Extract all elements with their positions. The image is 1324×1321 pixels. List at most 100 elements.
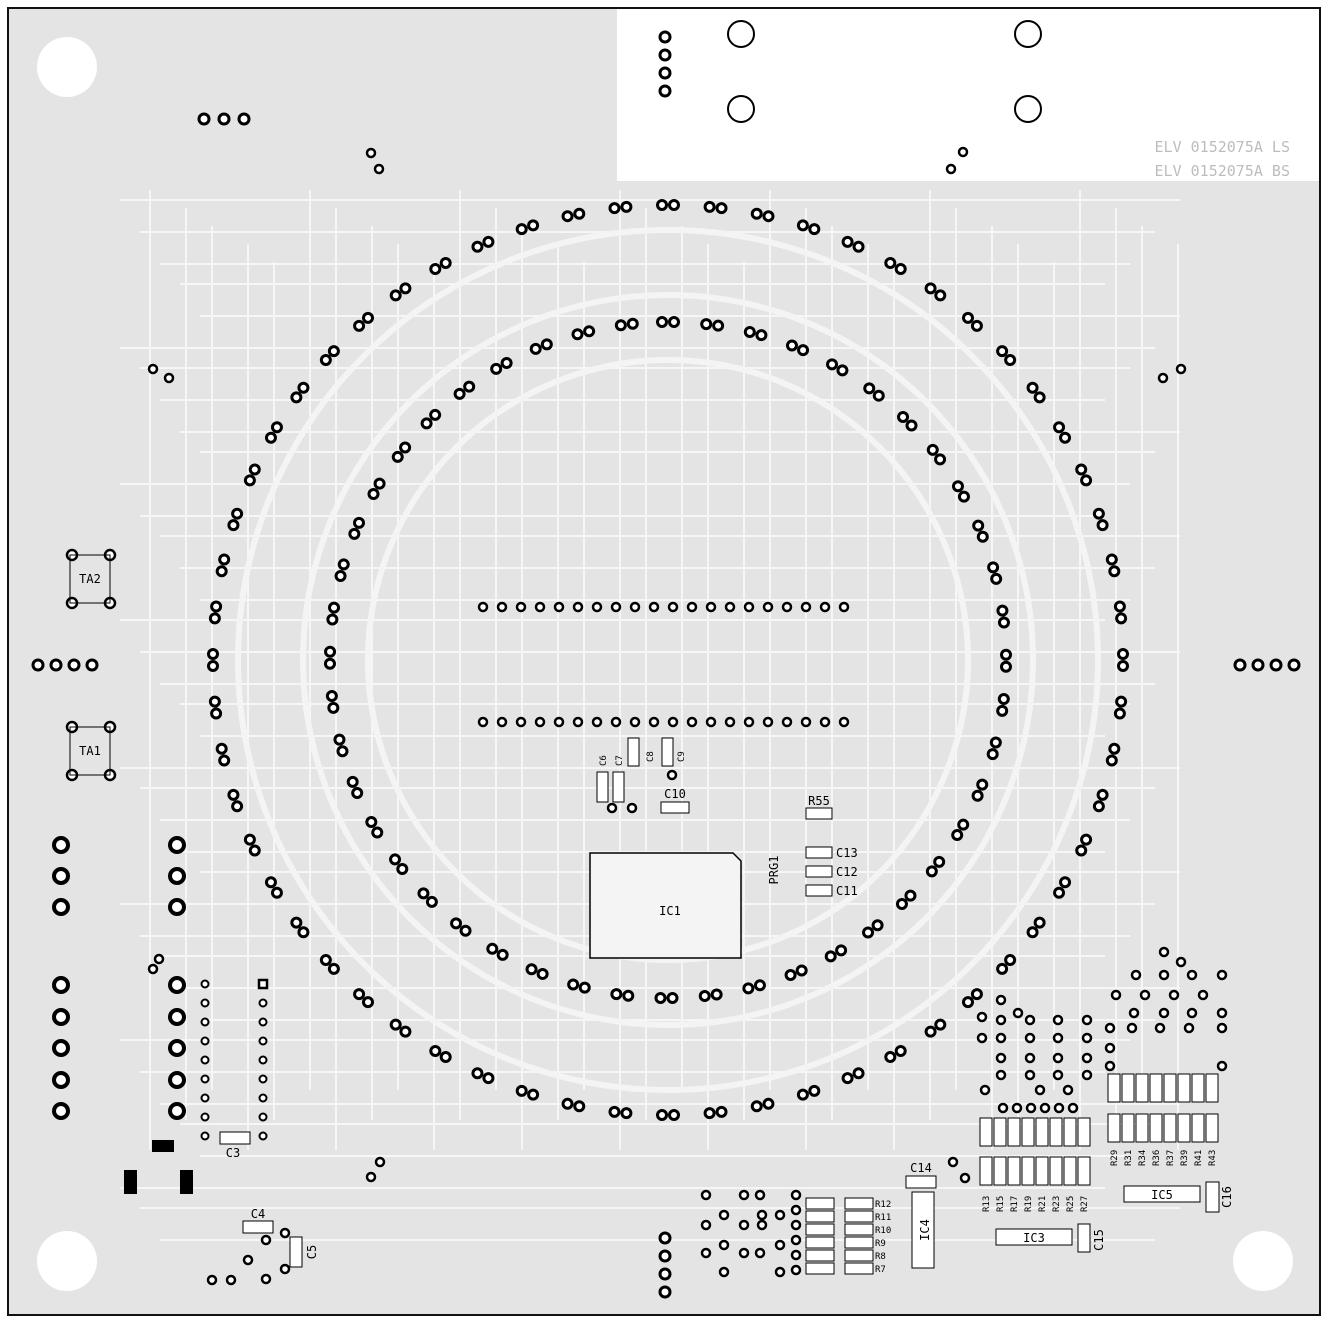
led-pad — [439, 1051, 452, 1064]
pad — [976, 1011, 988, 1023]
led-pad — [933, 855, 946, 868]
pad — [756, 1219, 768, 1231]
led-pad — [753, 979, 766, 992]
led-pad — [626, 317, 639, 330]
led-pad — [951, 480, 964, 493]
smd-pad — [124, 1170, 137, 1194]
ta1-label: TA1 — [79, 744, 101, 758]
mounting-hole — [37, 37, 97, 97]
led-pad — [1059, 876, 1072, 889]
led-pad — [1026, 381, 1039, 394]
ic4-part — [911, 1191, 935, 1269]
led-pad — [1033, 391, 1046, 404]
header-pad — [515, 716, 527, 728]
pad — [658, 1231, 672, 1245]
header-pad — [743, 601, 755, 613]
resistor-part — [1121, 1113, 1135, 1143]
mounting-hole — [1233, 1231, 1293, 1291]
pad — [168, 1071, 186, 1089]
pad — [738, 1247, 750, 1259]
led-pad — [986, 748, 999, 761]
led-pad — [297, 926, 310, 939]
resistor-label-r19: R19 — [1024, 1196, 1034, 1212]
pad — [1183, 1022, 1195, 1034]
header-pad — [724, 716, 736, 728]
led-pad — [703, 200, 716, 213]
led-pad — [608, 202, 621, 215]
pad — [85, 658, 99, 672]
resistor-label-r10: R10 — [875, 1226, 891, 1236]
led-pad — [527, 219, 540, 232]
pad — [52, 867, 70, 885]
led-pad — [934, 453, 947, 466]
resistor-part — [805, 1210, 835, 1223]
pad — [168, 836, 186, 854]
pad — [200, 1036, 210, 1046]
pad — [995, 994, 1007, 1006]
pad — [279, 1227, 291, 1239]
pad — [237, 112, 251, 126]
header-pad — [781, 601, 793, 613]
resistor-part — [844, 1236, 874, 1249]
pad — [147, 363, 159, 375]
trace-layer — [120, 190, 1180, 1241]
led-pad — [348, 527, 361, 540]
pad — [754, 1189, 766, 1201]
led-pad — [872, 389, 885, 402]
led-pad — [894, 1045, 907, 1058]
c13-part — [805, 846, 833, 859]
led-pad — [976, 530, 989, 543]
pad — [976, 1032, 988, 1044]
led-pad — [365, 816, 378, 829]
led-pad — [319, 953, 332, 966]
led-pad — [353, 319, 366, 332]
led-pad — [808, 1084, 821, 1097]
pad — [1158, 1007, 1170, 1019]
pad — [168, 976, 186, 994]
led-pad — [319, 354, 332, 367]
ic5-part — [1123, 1185, 1201, 1203]
led-pad — [656, 316, 668, 328]
pad — [1081, 1052, 1093, 1064]
c8-part — [627, 737, 640, 767]
pad — [242, 1254, 254, 1266]
resistor-part — [1063, 1156, 1077, 1186]
c5-part — [289, 1236, 303, 1268]
led-pad — [656, 199, 668, 211]
led-pad — [420, 417, 433, 430]
led-pad — [894, 262, 907, 275]
resistor-label-r12: R12 — [875, 1200, 891, 1210]
pad — [260, 1273, 272, 1285]
resistor-part — [805, 1262, 835, 1275]
r55-part — [805, 807, 833, 820]
led-pad — [399, 282, 412, 295]
c14-part — [905, 1175, 937, 1189]
led-pad — [666, 992, 679, 1005]
led-pad — [999, 660, 1012, 673]
led-pad — [425, 895, 438, 908]
header-pad — [724, 601, 736, 613]
board-id-text-mirrored: ELV 0152075A BS — [1155, 162, 1290, 180]
led-pad — [797, 344, 810, 357]
c6-part — [596, 771, 609, 803]
led-pad — [841, 1072, 854, 1085]
resistor-part — [1135, 1073, 1149, 1103]
resistor-part — [1107, 1073, 1121, 1103]
led-pad — [668, 1109, 680, 1121]
pad — [153, 953, 165, 965]
resistor-part — [1007, 1156, 1021, 1186]
pad — [1067, 1102, 1079, 1114]
resistor-label-r36: R36 — [1152, 1150, 1162, 1166]
led-pad — [1117, 660, 1129, 672]
led-pad — [326, 613, 339, 626]
resistor-part — [993, 1156, 1007, 1186]
c14-label: C14 — [910, 1161, 932, 1175]
ring-trace — [300, 292, 1036, 1028]
c10-part — [660, 801, 690, 814]
pad — [52, 1039, 70, 1057]
pad — [200, 1093, 210, 1103]
pad — [658, 1249, 672, 1263]
led-pad — [1105, 553, 1118, 566]
led-pad — [925, 865, 938, 878]
